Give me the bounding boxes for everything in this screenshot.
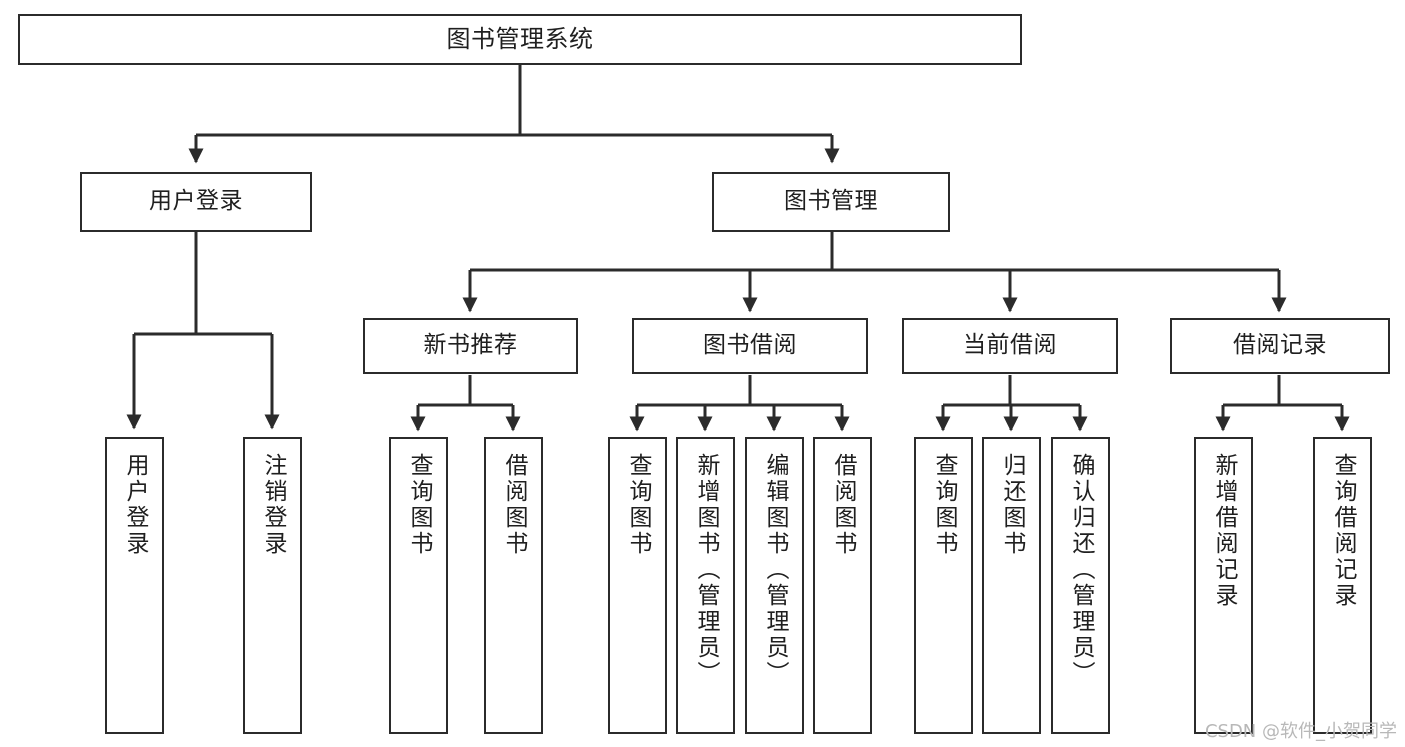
node-new-book-recommend[interactable]: 新书推荐 (363, 318, 578, 374)
node-leaf-user-login[interactable]: 用户登录 (105, 437, 164, 734)
node-leaf-query-book-recommend[interactable]: 查询图书 (389, 437, 448, 734)
node-label: 用户登录 (122, 453, 148, 557)
watermark: CSDN @软件_小贺同学 (1204, 721, 1397, 742)
node-label: 借阅图书 (830, 453, 856, 557)
node-label: 借阅记录 (1233, 332, 1327, 359)
node-label: 确认归还（管理员） (1068, 453, 1094, 687)
node-leaf-query-book-borrow[interactable]: 查询图书 (608, 437, 667, 734)
node-label: 当前借阅 (963, 332, 1057, 359)
node-label: 新书推荐 (423, 332, 518, 359)
node-leaf-borrow-book[interactable]: 借阅图书 (813, 437, 872, 734)
node-leaf-confirm-return-admin[interactable]: 确认归还（管理员） (1051, 437, 1110, 734)
node-leaf-logout-login[interactable]: 注销登录 (243, 437, 302, 734)
node-label: 查询借阅记录 (1330, 453, 1356, 609)
node-root-book-management-system[interactable]: 图书管理系统 (18, 14, 1022, 65)
node-label: 借阅图书 (501, 453, 527, 557)
node-user-login[interactable]: 用户登录 (80, 172, 312, 232)
node-label: 查询图书 (931, 453, 957, 557)
node-leaf-return-book[interactable]: 归还图书 (982, 437, 1041, 734)
node-borrow-record[interactable]: 借阅记录 (1170, 318, 1390, 374)
node-leaf-add-book-admin[interactable]: 新增图书（管理员） (676, 437, 735, 734)
node-label: 用户登录 (149, 188, 243, 215)
node-label: 编辑图书（管理员） (762, 453, 788, 687)
node-leaf-query-book-current[interactable]: 查询图书 (914, 437, 973, 734)
node-current-borrow[interactable]: 当前借阅 (902, 318, 1118, 374)
node-label: 图书管理系统 (446, 25, 594, 54)
node-leaf-borrow-book-recommend[interactable]: 借阅图书 (484, 437, 543, 734)
node-book-management[interactable]: 图书管理 (712, 172, 950, 232)
node-label: 新增图书（管理员） (693, 453, 719, 687)
node-label: 注销登录 (260, 453, 286, 557)
node-leaf-query-borrow-record[interactable]: 查询借阅记录 (1313, 437, 1372, 734)
node-label: 查询图书 (625, 453, 651, 557)
node-label: 归还图书 (999, 453, 1025, 557)
node-label: 新增借阅记录 (1211, 453, 1237, 609)
node-leaf-edit-book-admin[interactable]: 编辑图书（管理员） (745, 437, 804, 734)
node-leaf-add-borrow-record[interactable]: 新增借阅记录 (1194, 437, 1253, 734)
node-book-borrow[interactable]: 图书借阅 (632, 318, 868, 374)
node-label: 图书借阅 (703, 332, 797, 359)
node-label: 查询图书 (406, 453, 432, 557)
node-label: 图书管理 (784, 188, 878, 215)
